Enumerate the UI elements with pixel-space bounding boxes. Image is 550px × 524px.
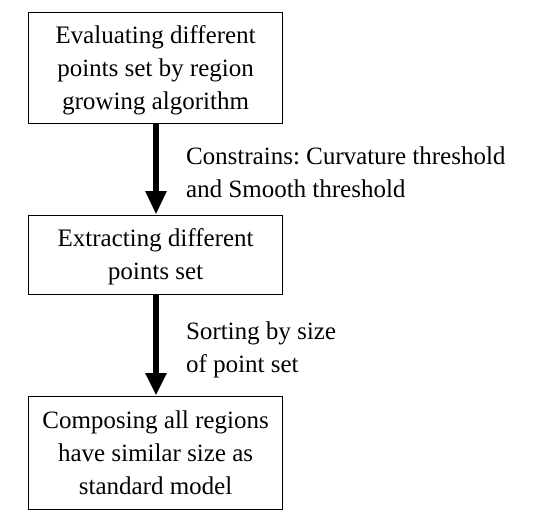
down-arrow-1	[145, 124, 167, 214]
step-1-line-2: points set by region	[57, 54, 254, 82]
step-box-evaluating: Evaluating different points set by regio…	[28, 12, 283, 124]
transition-1-line-1: Constrains: Curvature threshold	[186, 143, 506, 170]
transition-1-line-2: and Smooth threshold	[186, 176, 406, 203]
down-arrow-2	[145, 295, 167, 395]
step-box-extracting: Extracting different points set	[28, 215, 283, 295]
step-3-line-2: have similar size as	[57, 439, 254, 467]
transition-label-constraints: Constrains: Curvature threshold and Smoo…	[186, 140, 505, 206]
step-3-line-1: Composing all regions	[42, 406, 269, 434]
transition-label-sorting: Sorting by size of point set	[186, 315, 336, 381]
step-2-line-2: points set	[107, 258, 204, 285]
step-3-line-3: standard model	[78, 472, 233, 500]
step-1-line-1: Evaluating different	[55, 21, 256, 49]
step-1-line-3: growing algorithm	[62, 87, 249, 115]
step-box-composing: Composing all regions have similar size …	[28, 396, 283, 510]
transition-2-line-1: Sorting by size	[186, 318, 336, 345]
transition-2-line-2: of point set	[186, 351, 299, 378]
step-2-line-1: Extracting different	[57, 225, 254, 252]
